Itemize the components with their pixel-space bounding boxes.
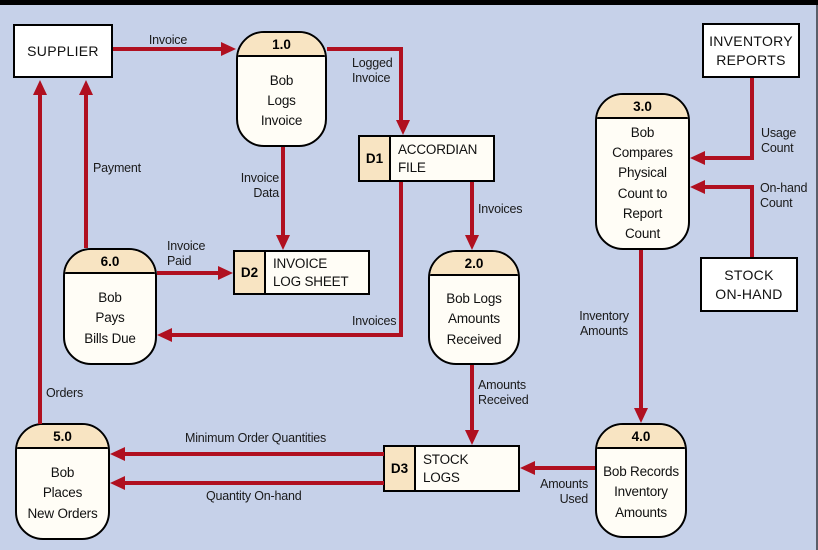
- right-border-bar: [816, 0, 818, 550]
- flow-usage-count-line-h: [704, 156, 754, 160]
- datastore-name: ACCORDIAN FILE: [398, 141, 478, 175]
- top-border-bar: [0, 0, 818, 5]
- flow-invoices-d1-p2-label: Invoices: [478, 202, 523, 216]
- entity-supplier: SUPPLIER: [13, 24, 113, 78]
- datastore-d2-invoice-log-sheet: D2 INVOICE LOG SHEET: [233, 250, 370, 295]
- flow-amounts-received-arrowhead: [465, 430, 479, 445]
- flow-amounts-used-label: Amounts Used: [540, 477, 588, 506]
- flow-invoices-d1-p6-label: Invoices: [352, 314, 397, 328]
- flow-payment-label: Payment: [93, 161, 141, 175]
- flow-on-hand-count-arrowhead: [690, 180, 705, 194]
- process-name: Bob Records Inventory Amounts: [603, 464, 679, 520]
- process-3-bob-compares-counts: 3.0 Bob Compares Physical Count to Repor…: [595, 93, 690, 250]
- process-1-bob-logs-invoice: 1.0 Bob Logs Invoice: [236, 31, 327, 147]
- process-number: 2.0: [430, 252, 518, 276]
- flow-min-order-qty-line: [124, 452, 384, 456]
- process-number: 6.0: [65, 250, 155, 274]
- flow-invoices-d1-p2-line: [470, 182, 474, 236]
- flow-orders-arrowhead: [33, 80, 47, 95]
- flow-payment-line: [84, 94, 88, 248]
- flow-inventory-amounts-arrowhead: [634, 408, 648, 423]
- process-name: Bob Pays Bills Due: [84, 290, 136, 346]
- process-2-bob-logs-amounts-received: 2.0 Bob Logs Amounts Received: [428, 250, 520, 365]
- flow-min-order-qty-label: Minimum Order Quantities: [185, 431, 327, 445]
- flow-usage-count-arrowhead: [690, 151, 705, 165]
- flow-invoice-paid-line: [157, 271, 219, 275]
- flow-invoice-label: Invoice: [148, 33, 188, 47]
- entity-stock-on-hand: STOCK ON-HAND: [700, 257, 798, 312]
- datastore-id: D3: [385, 447, 416, 490]
- flow-payment-arrowhead: [79, 80, 93, 95]
- datastore-id: D1: [360, 137, 391, 180]
- datastore-d1-accordian-file: D1 ACCORDIAN FILE: [358, 135, 495, 182]
- process-name: Bob Logs Invoice: [260, 72, 303, 129]
- flow-amounts-used-arrowhead: [520, 461, 535, 475]
- process-number: 4.0: [597, 425, 685, 449]
- flow-inventory-amounts-label: Inventory Amounts: [579, 309, 629, 338]
- flow-invoices-d1-p6-arrowhead: [157, 328, 172, 342]
- flow-logged-invoice-line-v: [399, 47, 403, 121]
- flow-invoice-data-line: [281, 147, 285, 236]
- flow-invoices-d1-p6-line-h: [171, 333, 403, 337]
- datastore-id: D2: [235, 252, 266, 293]
- process-number: 5.0: [17, 425, 108, 449]
- flow-amounts-used-line: [534, 466, 595, 470]
- entity-inventory-reports: INVENTORY REPORTS: [702, 23, 800, 78]
- flow-on-hand-count-line-v: [750, 185, 754, 257]
- flow-invoices-d1-p6-line-v: [399, 182, 403, 337]
- flow-logged-invoice-label: Logged Invoice: [352, 56, 393, 85]
- flow-invoice-paid-label: Invoice Paid: [167, 239, 206, 268]
- flow-qty-on-hand-line: [124, 481, 384, 485]
- process-6-bob-pays-bills-due: 6.0 Bob Pays Bills Due: [63, 248, 157, 365]
- flow-logged-invoice-arrowhead: [396, 120, 410, 135]
- flow-usage-count-line-v: [750, 78, 754, 160]
- flow-on-hand-count-line-h: [704, 185, 754, 189]
- flow-invoice-data-label: Invoice Data: [240, 171, 279, 200]
- datastore-d3-stock-logs: D3 STOCK LOGS: [383, 445, 520, 492]
- flow-on-hand-count-label: On-hand Count: [760, 181, 808, 210]
- flow-invoice-line: [113, 47, 223, 51]
- process-name: Bob Places New Orders: [27, 465, 98, 521]
- datastore-name: STOCK LOGS: [423, 451, 469, 485]
- process-4-bob-records-inventory: 4.0 Bob Records Inventory Amounts: [595, 423, 687, 538]
- flow-invoice-paid-arrowhead: [218, 266, 233, 280]
- flow-invoice-data-arrowhead: [276, 235, 290, 250]
- flow-min-order-qty-arrowhead: [110, 447, 125, 461]
- flow-qty-on-hand-arrowhead: [110, 476, 125, 490]
- flow-usage-count-label: Usage Count: [761, 126, 797, 155]
- process-name: Bob Compares Physical Count to Report Co…: [612, 124, 673, 241]
- flow-orders-label: Orders: [46, 386, 84, 400]
- flow-amounts-received-line: [470, 365, 474, 431]
- flow-orders-line: [38, 94, 42, 424]
- process-number: 1.0: [238, 33, 325, 57]
- datastore-name: INVOICE LOG SHEET: [273, 255, 349, 289]
- flow-amounts-received-label: Amounts Received: [478, 378, 529, 407]
- process-number: 3.0: [597, 95, 688, 119]
- process-5-bob-places-new-orders: 5.0 Bob Places New Orders: [15, 423, 110, 540]
- flow-qty-on-hand-label: Quantity On-hand: [206, 489, 302, 503]
- flow-invoice-arrowhead: [221, 42, 236, 56]
- process-name: Bob Logs Amounts Received: [446, 291, 502, 347]
- flow-inventory-amounts-line: [639, 250, 643, 409]
- flow-invoices-d1-p2-arrowhead: [465, 235, 479, 250]
- flow-logged-invoice-line-h: [327, 47, 403, 51]
